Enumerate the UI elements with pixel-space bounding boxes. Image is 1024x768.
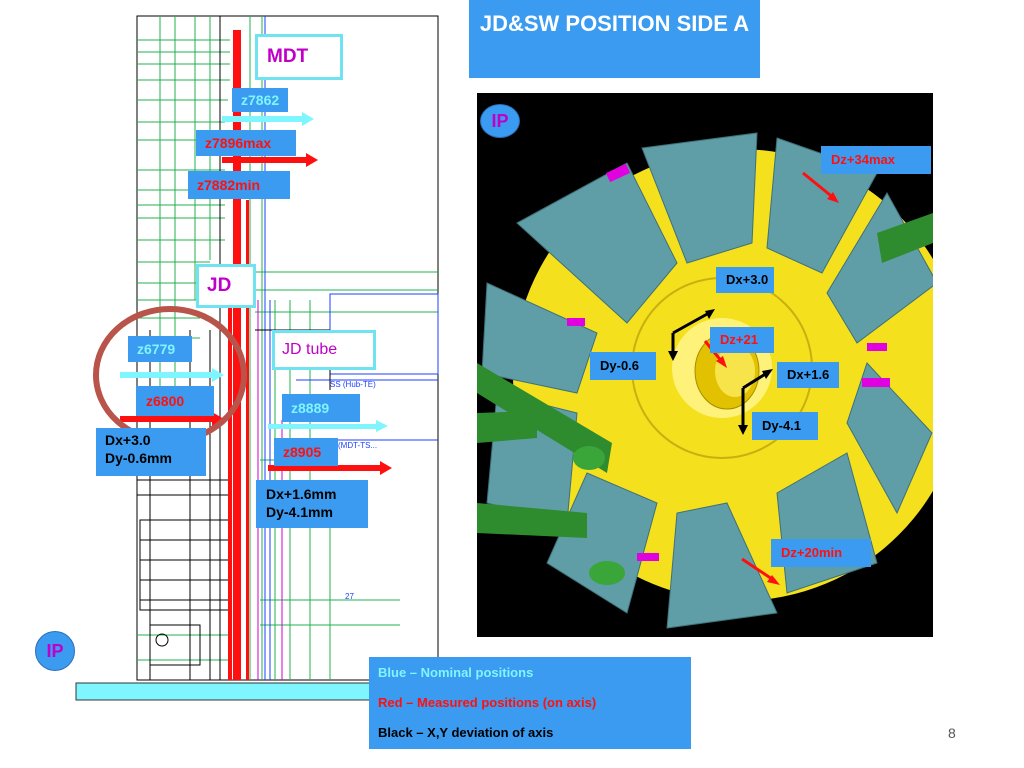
z8889-label: z8889 [282,394,360,422]
drawing-annotation: 27 [345,592,354,601]
z8905-label: z8905 [274,438,338,466]
detector-rendering-svg [477,93,965,637]
legend-red: Red – Measured positions (on axis) [378,695,597,710]
dy-41-label: Dy-4.1 [752,412,818,440]
color-legend: Blue – Nominal positions Red – Measured … [369,657,691,749]
mdt-label: MDT [255,34,343,80]
dy-06-label: Dy-0.6 [590,352,656,380]
legend-blue: Blue – Nominal positions [378,665,534,680]
drawing-annotation: (MDT-TS... [338,441,378,450]
dx-3-label: Dx+3.0 [716,267,774,293]
z7882min-label: z7882min [188,171,290,199]
drawing-annotation: SS (Hub-TE) [330,380,376,389]
dz-max-label: Dz+34max [821,146,931,174]
detector-rendering [477,93,965,637]
dz-min-label: Dz+20min [771,539,871,567]
deviation-left-label: Dx+3.0 Dy-0.6mm [96,428,206,476]
z6779-label: z6779 [128,336,192,362]
ip-badge-left: IP [35,631,75,671]
jd-label: JD [196,264,256,308]
z7862-label: z7862 [232,88,288,112]
z7896max-label: z7896max [196,130,296,156]
z6800-label: z6800 [136,386,214,416]
page-number: 8 [948,725,956,741]
legend-black: Black – X,Y deviation of axis [378,725,554,740]
jd-tube-label: JD tube [272,330,376,370]
slide-title: JD&SW POSITION SIDE A [469,0,760,78]
ip-badge-right: IP [480,104,520,138]
dz-21-label: Dz+21 [710,327,774,353]
dx-16-label: Dx+1.6 [777,362,839,388]
deviation-right-label: Dx+1.6mm Dy-4.1mm [256,480,368,528]
